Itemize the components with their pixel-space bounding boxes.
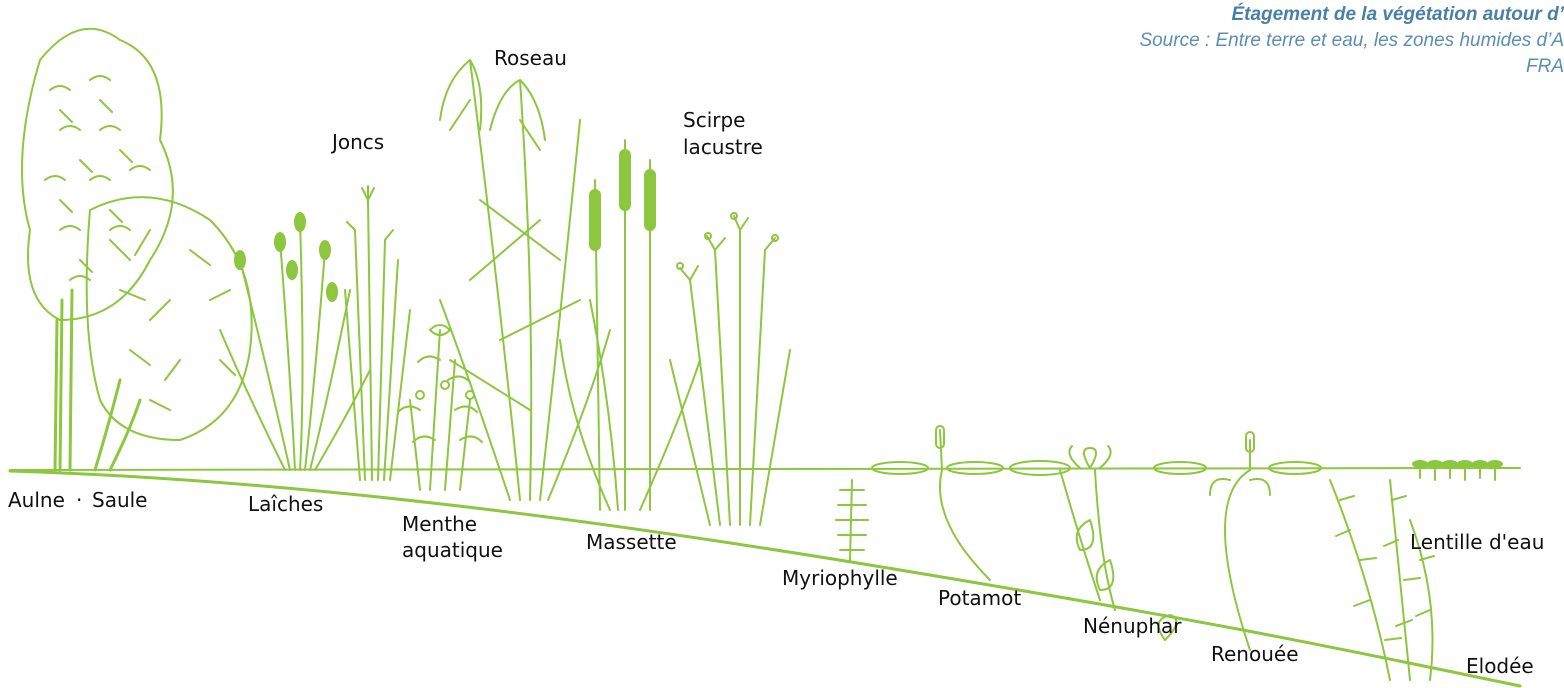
label-roseau: Roseau: [494, 46, 567, 70]
diagram-title: Étagement de la végétation autour d’: [1231, 4, 1564, 26]
nenuphar: [1010, 446, 1206, 640]
diagram-source: Source : Entre terre et eau, les zones h…: [1139, 30, 1564, 52]
scirpe-lacustre: [670, 213, 790, 525]
label-nenuphar: Nénuphar: [1083, 614, 1181, 638]
label-scirpe-2: lacustre: [683, 135, 763, 159]
label-saule: Saule: [92, 488, 148, 512]
laiches-sedges: [220, 213, 370, 470]
myriophylle: [836, 480, 868, 560]
label-menthe-2: aquatique: [402, 538, 503, 562]
label-lentille-deau: Lentille d'eau: [1410, 530, 1544, 554]
menthe-aquatique: [398, 325, 482, 490]
aulne-tree: [22, 29, 173, 470]
label-laiches: Laîches: [248, 492, 323, 516]
label-elodee: Elodée: [1466, 654, 1534, 678]
label-aulne: Aulne: [8, 488, 65, 512]
label-scirpe-1: Scirpe: [683, 108, 745, 132]
label-potamot: Potamot: [938, 586, 1021, 610]
renouee: [1210, 432, 1321, 650]
label-menthe-1: Menthe: [402, 512, 477, 536]
label-separator: ·: [76, 488, 82, 512]
joncs-rushes: [345, 186, 410, 480]
label-myriophylle: Myriophylle: [782, 566, 898, 590]
saule-willow: [87, 197, 252, 470]
label-joncs: Joncs: [332, 130, 384, 154]
massette-cattail: [560, 140, 700, 510]
label-massette: Massette: [586, 530, 677, 554]
label-renouee: Renouée: [1211, 642, 1299, 666]
water-surface-line: [10, 468, 1520, 470]
lentille-deau: [1413, 461, 1502, 480]
potamot: [872, 426, 1003, 580]
diagram-org: FRA: [1526, 56, 1564, 78]
